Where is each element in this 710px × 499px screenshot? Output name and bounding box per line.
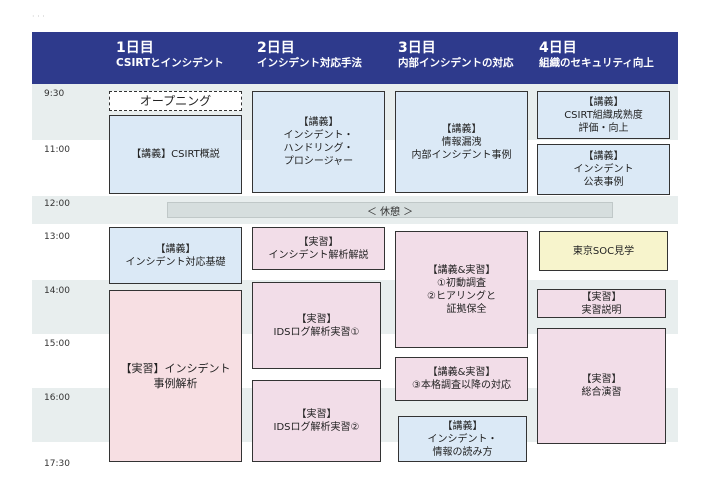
session-full-investigation: 【講義&実習】 ③本格調査以降の対応 [395, 357, 528, 401]
session-soc-tour: 東京SOC見学 [539, 231, 668, 271]
session-case-analysis: 【実習】インシデント 事例解析 [109, 290, 242, 462]
day2-label: 2日目 [257, 40, 295, 56]
time-label: 11:00 [44, 145, 70, 155]
session-incident-basics: 【講義】 インシデント対応基礎 [109, 227, 242, 284]
day3-title: 内部インシデントの対応 [398, 57, 514, 69]
lunch-break-bar: ＜ 休憩 ＞ [167, 202, 613, 218]
day4-title: 組織のセキュリティ向上 [539, 57, 654, 69]
time-label: 13:00 [44, 232, 70, 242]
day4-label: 4日目 [539, 40, 577, 56]
time-label: 15:00 [44, 339, 70, 349]
session-opening: オープニング [109, 91, 242, 111]
time-label: 9:30 [44, 89, 65, 99]
time-label: 16:00 [44, 393, 70, 403]
session-practice-explain: 【実習】 実習説明 [537, 289, 666, 318]
session-csirt-overview: 【講義】CSIRT概説 [109, 115, 242, 194]
session-initial-investigation: 【講義&実習】 ①初動調査 ②ヒアリングと 証拠保全 [395, 231, 528, 348]
session-ids-log-2: 【実習】 IDSログ解析実習② [252, 380, 381, 462]
faint-caption: · · · [32, 12, 45, 21]
session-overall-exercise: 【実習】 総合演習 [537, 328, 666, 444]
day1-label: 1日目 [116, 40, 154, 56]
day4-header: 4日目 組織のセキュリティ向上 [533, 32, 678, 84]
day2-title: インシデント対応手法 [257, 57, 362, 69]
session-leak-case: 【講義】 情報漏洩 内部インシデント事例 [395, 91, 528, 193]
session-information-reading: 【講義】 インシデント・ 情報の読み方 [398, 416, 527, 462]
time-label: 17:30 [44, 459, 70, 469]
session-handling-procedure: 【講義】 インシデント・ ハンドリング・ プロシージャー [252, 91, 385, 193]
session-analysis-explain: 【実習】 インシデント解析解説 [252, 227, 385, 270]
session-ids-log-1: 【実習】 IDSログ解析実習① [252, 282, 381, 369]
session-csirt-maturity: 【講義】 CSIRT組織成熟度 評価・向上 [537, 91, 670, 139]
time-label: 12:00 [44, 199, 70, 209]
day2-header: 2日目 インシデント対応手法 [251, 32, 387, 84]
day3-header: 3日目 内部インシデントの対応 [392, 32, 528, 84]
schedule-header [32, 32, 678, 84]
time-label: 14:00 [44, 286, 70, 296]
session-disclosure-cases: 【講義】 インシデント 公表事例 [537, 144, 670, 195]
day1-header: 1日目 CSIRTとインシデント [110, 32, 246, 84]
day3-label: 3日目 [398, 40, 436, 56]
day1-title: CSIRTとインシデント [116, 57, 224, 69]
